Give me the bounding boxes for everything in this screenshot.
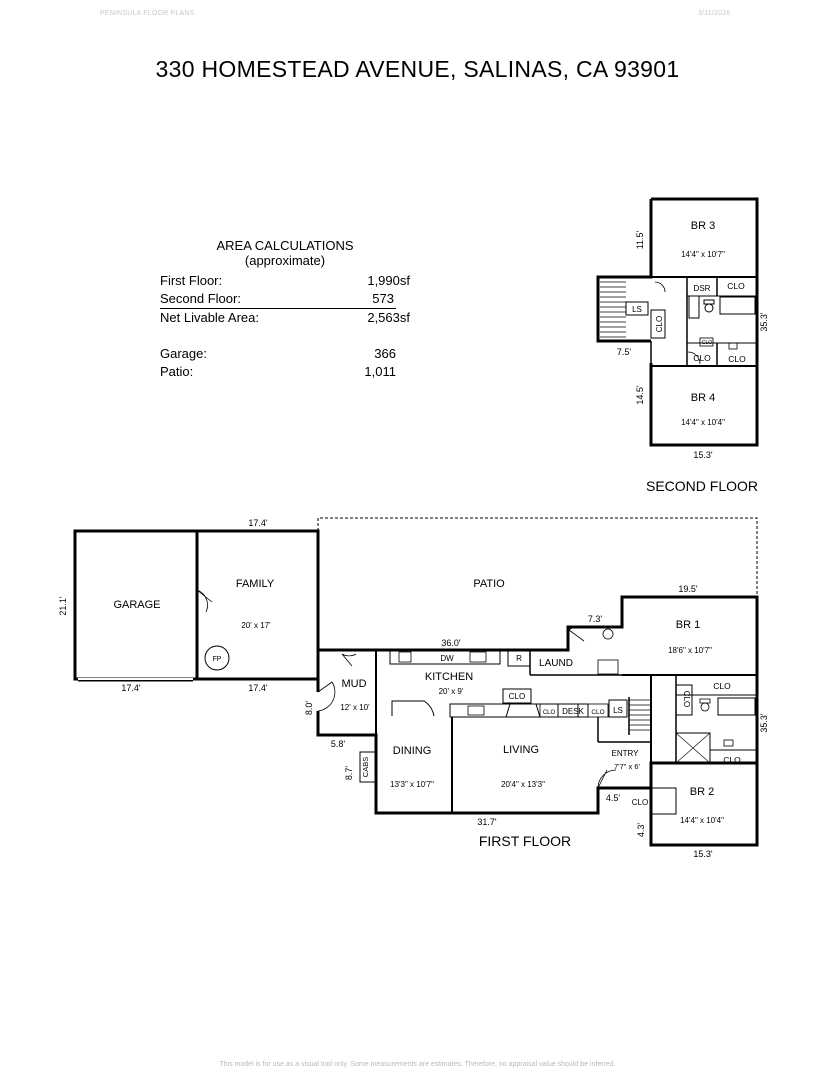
entry-size: 7'7" x 6' [614,762,641,771]
clo-label: CLO [655,316,664,332]
kitchen-size: 20' x 9' [439,687,464,696]
dim-label: 35.3' [759,713,769,733]
dim-label: 31.7' [477,817,497,827]
living-label: LIVING [503,744,539,756]
area-value: 573 [372,291,394,306]
first-floor-title: FIRST FLOOR [479,833,571,849]
area-label: Garage: [160,346,207,361]
area-label: Net Livable Area: [160,310,260,325]
dim-label: 21.1' [58,596,68,616]
kitchen-label: KITCHEN [425,671,473,683]
dim-label: 8.0' [304,701,314,716]
br3-label: BR 3 [691,220,715,232]
dim-label: 17.4' [248,518,268,528]
dim-label: 5.8' [331,739,346,749]
fp-label: FP [213,656,222,663]
dim-label: 17.4' [248,683,268,693]
area-label: First Floor: [160,273,223,288]
dim-label: 8.7' [344,766,354,781]
family-label: FAMILY [236,578,275,590]
clo-label: CLO [509,692,525,701]
dim-label: 7.5' [617,347,632,357]
date-header: 3/11/2026 [698,10,731,17]
second-floor-plan [596,197,759,447]
first-floor-labels: 17.4' 21.1' GARAGE FAMILY 20' x 17' FP 1… [58,518,769,859]
clo-label: CLO [632,798,648,807]
mud-size: 12' x 10' [340,703,370,712]
second-floor-title: SECOND FLOOR [646,478,758,494]
dining-size: 13'3" x 10'7" [390,780,434,789]
clo-label: CLO [682,691,691,707]
dim-label: 7.3' [588,614,603,624]
dim-label: 4.3' [636,823,646,838]
desk-label: DESK [562,707,584,716]
clo-label: CLO [723,755,741,765]
entry-label: ENTRY [612,749,640,758]
dim-label: 11.5' [635,230,645,249]
clo-label: CLO [728,354,746,364]
area-row-garage: Garage: 366 [160,345,396,363]
br4-label: BR 4 [691,392,715,404]
disclaimer-footer: This model is for use as a visual tool o… [219,1061,616,1068]
dim-label: 36.0' [441,638,461,648]
area-title: AREA CALCULATIONS [216,238,354,253]
page-title: 330 HOMESTEAD AVENUE, SALINAS, CA 93901 [155,56,680,82]
ls-label: LS [613,706,623,715]
company-header: PENINSULA FLOOR PLANS [100,10,195,17]
area-value: 1,011 [364,364,396,379]
dim-label: 17.4' [121,683,141,693]
mud-label: MUD [341,678,366,690]
clo-label: CLO [591,709,604,716]
refrigerator-label: R [516,654,522,663]
first-floor-plan [73,517,759,847]
br4-size: 14'4" x 10'4" [681,418,725,427]
clo-label: CLO [702,340,712,346]
br1-label: BR 1 [676,619,700,631]
br2-label: BR 2 [690,786,714,798]
patio-label: PATIO [473,578,505,590]
laund-label: LAUND [539,658,573,669]
second-floor-labels: BR 3 14'4" x 10'7" DSR CLO LS CLO CLO CL… [617,220,769,494]
area-subtitle: (approximate) [244,253,326,268]
area-calculations: AREA CALCULATIONS (approximate) First Fl… [160,236,410,381]
area-row-patio: Patio: 1,011 [160,363,396,381]
dim-label: 15.3' [693,450,713,460]
clo-label: CLO [713,681,731,691]
clo-label: CLO [693,353,711,363]
dw-label: DW [440,654,454,663]
br2-size: 14'4" x 10'4" [680,816,724,825]
area-label: Patio: [160,364,194,379]
br3-size: 14'4" x 10'7" [681,250,725,259]
br1-size: 18'6" x 10'7" [668,646,712,655]
dim-label: 19.5' [678,584,698,594]
family-size: 20' x 17' [241,621,271,630]
area-value: 2,563sf [367,310,410,325]
area-row-net-livable: Net Livable Area: 2,563sf [160,309,410,327]
dim-label: 14.5' [635,385,645,405]
ls-label: LS [632,305,642,314]
area-row-first-floor: First Floor: 1,990sf [160,272,410,290]
living-size: 20'4" x 13'3" [501,780,545,789]
garage-label: GARAGE [113,599,160,611]
area-row-second-floor: Second Floor: 573 [160,290,396,309]
cabs-label: CABS [361,757,370,777]
dsr-label: DSR [694,284,711,293]
dim-label: 15.3' [693,849,713,859]
area-value: 1,990sf [367,273,410,288]
clo-label: CLO [727,281,745,291]
dining-label: DINING [393,745,432,757]
clo-label: CLO [543,710,556,716]
dim-label: 35.3' [759,312,769,332]
area-value: 366 [374,346,396,361]
dim-label: 4.5' [606,793,621,803]
area-label: Second Floor: [160,291,241,306]
